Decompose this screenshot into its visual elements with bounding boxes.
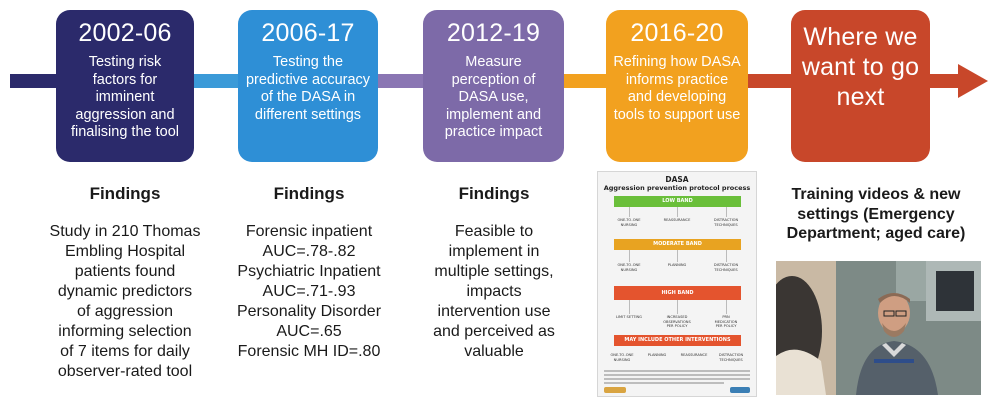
protocol-connector — [629, 207, 630, 217]
stage-description: Testing risk factors for imminent aggres… — [70, 54, 179, 140]
protocol-footnote-line — [604, 374, 750, 376]
findings-line: Feasible to — [454, 223, 534, 240]
findings-line: multiple settings, — [434, 263, 554, 280]
protocol-action: DISTRACTION TECHNIQUES — [718, 353, 744, 362]
findings-line: observer-rated tool — [57, 363, 193, 380]
stage-description: Measure perception of DASA use, implemen… — [444, 54, 543, 140]
findings-line: Study in 210 Thomas — [49, 223, 201, 240]
findings-line: Personality Disorder — [236, 303, 382, 320]
stage-period-line-1: Where we — [803, 23, 918, 51]
protocol-action: REASSURANCE — [663, 218, 691, 222]
timeline-arrow-segment-6 — [930, 74, 960, 88]
findings-text-2: Forensic inpatient AUC=.78-.82 Psychiatr… — [214, 222, 404, 362]
protocol-footnote-line — [604, 370, 750, 372]
protocol-connector — [677, 250, 678, 262]
timeline-arrow-segment-5 — [744, 74, 794, 88]
timeline-arrow-segment-4 — [560, 74, 610, 88]
stage-period: 2006-17 — [261, 19, 355, 47]
protocol-action: ONE-TO-ONE NURSING — [610, 353, 634, 362]
protocol-high-band: HIGH BAND — [614, 286, 741, 300]
stage-description: Refining how DASA informs practice and d… — [613, 54, 741, 123]
protocol-connector — [677, 207, 678, 217]
findings-heading-1: Findings — [89, 184, 161, 203]
findings-line: Embling Hospital — [64, 243, 186, 260]
findings-line: of 7 items for daily — [60, 343, 190, 360]
stage-period: 2002-06 — [78, 19, 172, 47]
stage-period-line-3: next — [836, 83, 885, 111]
protocol-logo — [730, 387, 750, 393]
stage-period-line-2: want to go — [801, 53, 920, 81]
findings-line: of aggression — [76, 303, 174, 320]
protocol-other-interventions-band: MAY INCLUDE OTHER INTERVENTIONS — [614, 335, 741, 346]
protocol-title-line-2: Aggression prevention protocol process — [603, 184, 751, 192]
findings-line: informing selection — [58, 323, 192, 340]
findings-line: Psychiatric Inpatient — [237, 263, 381, 280]
protocol-action: PLANNING — [667, 263, 687, 267]
stage-card-2002-06: 2002-06 Testing risk factors for imminen… — [56, 10, 194, 162]
protocol-action: REASSURANCE — [680, 353, 708, 357]
findings-line: Forensic MH ID=.80 — [237, 343, 381, 360]
findings-line: implement in — [448, 243, 540, 260]
findings-heading-2: Findings — [273, 184, 345, 203]
next-steps-line: Training videos & new — [791, 186, 961, 203]
protocol-action: DISTRACTION TECHNIQUES — [713, 218, 739, 227]
protocol-action: PLANNING — [647, 353, 667, 357]
timeline-arrow-head — [958, 64, 988, 98]
training-video-scene — [776, 261, 981, 395]
findings-text-3: Feasible to implement in multiple settin… — [402, 222, 586, 362]
aggression-prevention-protocol-image: DASA Aggression prevention protocol proc… — [597, 171, 757, 397]
stage-card-2006-17: 2006-17 Testing the predictive accuracy … — [238, 10, 378, 162]
protocol-connector — [726, 250, 727, 262]
protocol-action: DISTRACTION TECHNIQUES — [713, 263, 739, 272]
protocol-moderate-band: MODERATE BAND — [614, 239, 741, 250]
timeline-arrow-segment-2 — [190, 74, 242, 88]
protocol-low-band: LOW BAND — [614, 196, 741, 207]
protocol-footnote-line — [604, 382, 724, 384]
findings-line: impacts — [466, 283, 522, 300]
protocol-connector — [726, 207, 727, 217]
findings-line: AUC=.71-.93 — [262, 283, 356, 300]
findings-line: AUC=.78-.82 — [262, 243, 356, 260]
findings-line: Forensic inpatient — [245, 223, 373, 240]
protocol-footnote-line — [604, 378, 750, 380]
protocol-logo — [604, 387, 626, 393]
protocol-connector — [726, 300, 727, 314]
protocol-connector — [677, 300, 678, 314]
stage-card-2012-19: 2012-19 Measure perception of DASA use, … — [423, 10, 564, 162]
stage-card-next: Where we want to go next — [791, 10, 930, 162]
findings-line: dynamic predictors — [57, 283, 193, 300]
findings-line: valuable — [464, 343, 524, 360]
protocol-connector — [629, 300, 630, 314]
protocol-title-line-1: DASA — [665, 175, 689, 184]
timeline-arrow-segment-1 — [10, 74, 60, 88]
findings-text-1: Study in 210 Thomas Embling Hospital pat… — [32, 222, 218, 382]
findings-heading-3: Findings — [458, 184, 530, 203]
findings-line: AUC=.65 — [276, 323, 342, 340]
findings-line: and perceived as — [433, 323, 555, 340]
stage-period: 2012-19 — [446, 19, 541, 47]
timeline-arrow-segment-3 — [374, 74, 428, 88]
stage-card-2016-20: 2016-20 Refining how DASA informs practi… — [606, 10, 748, 162]
findings-line: intervention use — [437, 303, 551, 320]
next-steps-heading: Training videos & new settings (Emergenc… — [771, 185, 981, 244]
protocol-action: PRN MEDICATION PER POLICY — [714, 315, 738, 328]
stage-description: Testing the predictive accuracy of the D… — [245, 54, 371, 123]
next-steps-line: settings (Emergency — [797, 205, 955, 223]
protocol-connector — [629, 250, 630, 262]
findings-line: patients found — [74, 263, 176, 280]
protocol-action: ONE-TO-ONE NURSING — [617, 218, 641, 227]
stage-period: 2016-20 — [630, 19, 724, 47]
training-video-photo — [776, 261, 981, 395]
protocol-action: INCREASED OBSERVATIONS PER POLICY — [663, 315, 691, 328]
protocol-action: LIMIT SETTING — [616, 315, 642, 319]
protocol-action: ONE-TO-ONE NURSING — [617, 263, 641, 272]
next-steps-line: Department; aged care) — [786, 225, 966, 242]
